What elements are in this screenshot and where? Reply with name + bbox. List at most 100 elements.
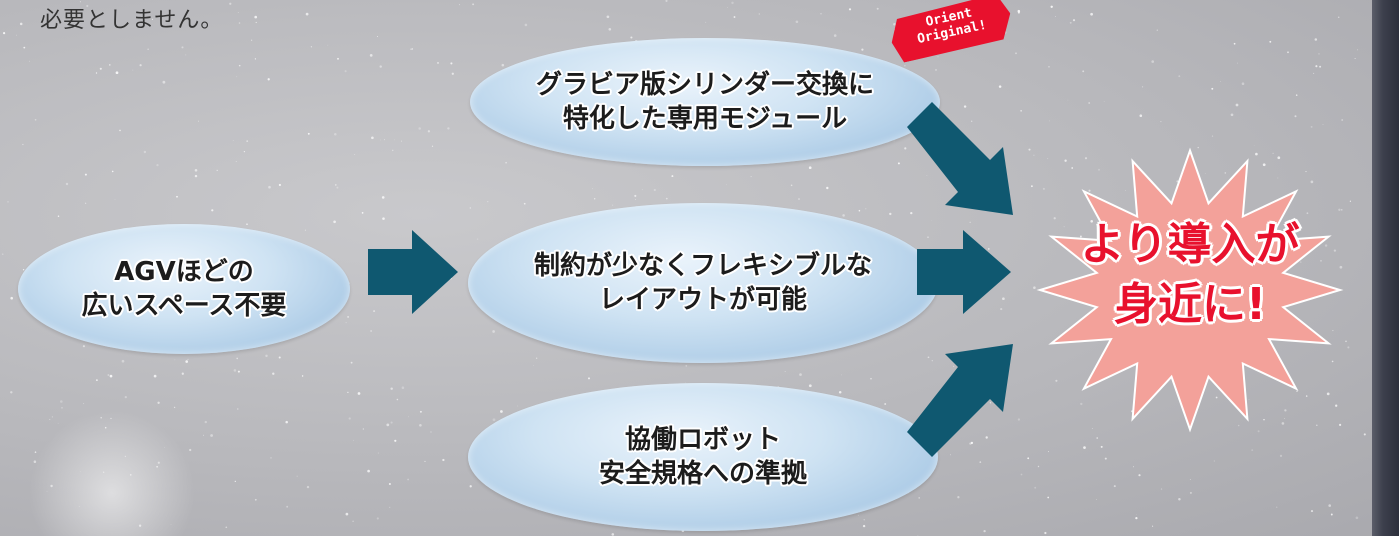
star-dot	[1328, 504, 1331, 507]
star-dot	[1337, 16, 1340, 18]
star-dot	[1063, 226, 1065, 228]
star-dot	[985, 436, 988, 439]
star-dot	[1189, 491, 1192, 494]
star-dot	[536, 357, 538, 359]
star-dot	[114, 198, 116, 200]
star-dot	[889, 212, 892, 216]
star-dot	[1211, 135, 1214, 137]
star-dot	[1124, 190, 1126, 191]
star-dot	[304, 229, 306, 231]
star-dot	[1339, 423, 1342, 426]
star-dot	[927, 236, 929, 238]
star-dot	[1069, 21, 1072, 24]
star-dot	[151, 18, 153, 20]
star-dot	[1090, 12, 1093, 16]
star-dot	[352, 520, 354, 523]
star-dot	[380, 139, 381, 141]
star-dot	[1332, 330, 1334, 332]
star-dot	[376, 517, 379, 520]
star-dot	[1318, 53, 1320, 55]
star-dot	[608, 27, 612, 31]
star-dot	[78, 506, 80, 507]
star-dot	[524, 23, 528, 27]
star-dot	[1088, 189, 1091, 192]
star-dot	[808, 384, 812, 388]
bubble-flexible-layout: 制約が少なくフレキシブルな レイアウトが可能	[468, 203, 938, 363]
star-dot	[1341, 119, 1344, 121]
star-dot	[641, 189, 643, 191]
star-dot	[1098, 168, 1100, 171]
star-dot	[386, 423, 390, 427]
star-dot	[204, 420, 207, 424]
star-dot	[705, 21, 707, 23]
star-dot	[1071, 167, 1074, 169]
star-dot	[181, 372, 184, 375]
star-dot	[592, 188, 593, 190]
star-dot	[957, 496, 960, 499]
star-dot	[1287, 51, 1289, 54]
star-dot	[1241, 82, 1245, 85]
star-dot	[203, 434, 205, 436]
star-dot	[612, 204, 614, 206]
star-dot	[1355, 516, 1359, 520]
star-dot	[139, 64, 142, 67]
star-dot	[500, 410, 503, 413]
star-dot	[57, 215, 60, 217]
star-dot	[1324, 244, 1328, 247]
star-dot	[34, 118, 37, 121]
star-dot	[10, 391, 13, 394]
star-dot	[447, 127, 450, 130]
star-dot	[296, 475, 298, 477]
star-dot	[1236, 62, 1238, 64]
star-dot	[931, 220, 933, 221]
star-dot	[389, 506, 391, 509]
star-dot	[246, 223, 248, 226]
star-dot	[185, 54, 187, 56]
star-dot	[963, 105, 967, 108]
star-dot	[95, 379, 98, 382]
star-dot	[401, 386, 405, 389]
star-dot	[983, 529, 986, 533]
star-dot	[826, 186, 829, 190]
star-dot	[384, 139, 386, 141]
star-dot	[95, 72, 98, 74]
star-dot	[893, 140, 895, 142]
star-dot	[1178, 75, 1181, 78]
star-dot	[665, 197, 668, 200]
star-dot	[1257, 430, 1260, 433]
star-dot	[419, 410, 422, 413]
star-dot	[1269, 40, 1272, 43]
star-dot	[1262, 163, 1266, 167]
star-dot	[307, 132, 310, 135]
star-dot	[1020, 473, 1023, 476]
star-dot	[394, 439, 397, 442]
star-dot	[1082, 70, 1085, 73]
star-dot	[424, 460, 426, 462]
star-dot	[371, 136, 374, 140]
star-dot	[795, 20, 799, 24]
star-dot	[685, 365, 688, 367]
star-dot	[937, 56, 939, 58]
star-dot	[970, 441, 974, 445]
star-dot	[1294, 115, 1297, 118]
arrow-layout-to-result	[917, 230, 1011, 314]
star-dot	[418, 127, 421, 130]
star-dot	[1349, 200, 1351, 202]
star-dot	[1100, 445, 1103, 448]
star-dot	[469, 207, 471, 209]
star-dot	[157, 461, 160, 464]
star-dot	[1044, 531, 1047, 535]
star-dot	[634, 194, 637, 197]
star-dot	[1090, 220, 1093, 223]
star-dot	[255, 21, 257, 24]
star-dot	[517, 405, 519, 407]
star-dot	[1033, 154, 1035, 156]
star-dot	[86, 4, 89, 8]
star-dot	[1189, 478, 1191, 480]
star-dot	[798, 198, 800, 200]
star-dot	[1, 253, 4, 256]
star-dot	[210, 434, 213, 437]
star-dot	[1096, 437, 1098, 439]
star-dot	[3, 31, 6, 35]
star-dot	[611, 533, 615, 536]
